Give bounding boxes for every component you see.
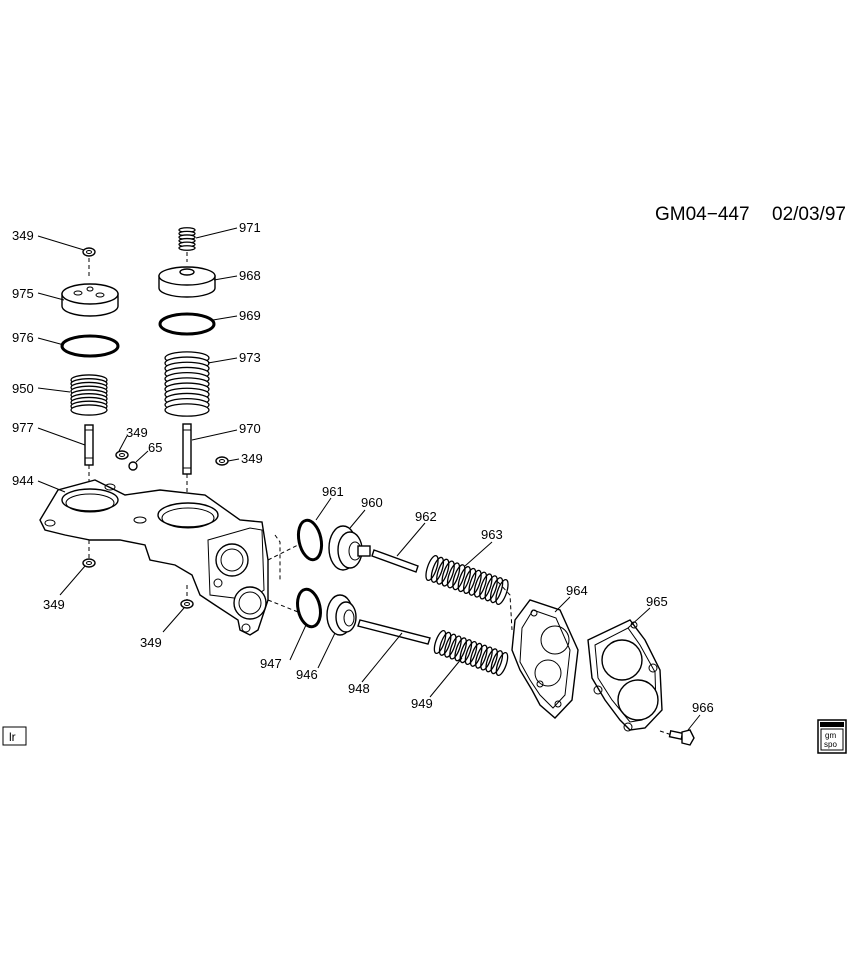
ball-65	[128, 461, 138, 471]
o-ring-961	[296, 518, 324, 562]
pin-970	[182, 423, 192, 475]
o-ring-947	[296, 587, 322, 629]
spring-963	[425, 554, 509, 606]
callout-970: 970	[239, 421, 261, 436]
callout-971: 971	[239, 220, 261, 235]
ring-976	[60, 334, 120, 358]
drawing-code: GM04−447	[655, 204, 750, 225]
callout-964: 964	[566, 583, 588, 598]
logo-gm-text: gm	[825, 731, 836, 740]
corner-badge-text: lr	[9, 730, 16, 744]
spring-973	[164, 351, 210, 417]
callout-349-bottom-left: 349	[43, 597, 65, 612]
washer-349-top-left	[82, 247, 96, 257]
callout-962: 962	[415, 509, 437, 524]
callout-65: 65	[148, 440, 162, 455]
callout-349-left-pin: 349	[126, 425, 148, 440]
callout-973: 973	[239, 350, 261, 365]
spring-949	[433, 629, 509, 677]
callout-948: 948	[348, 681, 370, 696]
spring-950	[70, 374, 108, 416]
callout-961: 961	[322, 484, 344, 499]
callout-966: 966	[692, 700, 714, 715]
washer-349-bottom-right	[180, 599, 194, 609]
leader-lines	[37, 227, 701, 731]
callout-944: 944	[12, 473, 34, 488]
corner-badge: lr	[2, 726, 27, 746]
spring-971	[178, 227, 196, 251]
pin-977	[84, 424, 94, 466]
callout-976: 976	[12, 330, 34, 345]
drawing-date: 02/03/97	[772, 204, 846, 225]
bolt-966	[659, 729, 695, 746]
housing-944	[39, 479, 269, 636]
cap-975	[61, 283, 119, 317]
callout-labels: 349 975 976 950 977 349 65 944 349 349 9…	[12, 220, 714, 715]
callout-963: 963	[481, 527, 503, 542]
callout-947: 947	[260, 656, 282, 671]
callout-975: 975	[12, 286, 34, 301]
callout-965: 965	[646, 594, 668, 609]
callout-968: 968	[239, 268, 261, 283]
callout-950: 950	[12, 381, 34, 396]
piston-960	[328, 525, 371, 571]
gasket-964	[511, 599, 579, 719]
piston-946	[326, 594, 357, 636]
cover-965	[587, 619, 663, 732]
logo-spo-text: spo	[824, 740, 837, 749]
rod-962	[371, 549, 419, 573]
callout-969: 969	[239, 308, 261, 323]
washer-349-bottom-left	[82, 558, 96, 568]
cap-968	[158, 266, 216, 298]
callout-349-bottom-right: 349	[140, 635, 162, 650]
callout-960: 960	[361, 495, 383, 510]
gm-spo-logo: gm spo	[817, 719, 847, 754]
callout-977: 977	[12, 420, 34, 435]
callout-949: 949	[411, 696, 433, 711]
callout-349-top-left: 349	[12, 228, 34, 243]
washer-349-left-pin	[115, 450, 129, 460]
rod-948	[357, 619, 431, 645]
callout-349-right-pin: 349	[241, 451, 263, 466]
ring-969	[158, 312, 216, 336]
callout-946: 946	[296, 667, 318, 682]
washer-349-right-pin	[215, 456, 229, 466]
